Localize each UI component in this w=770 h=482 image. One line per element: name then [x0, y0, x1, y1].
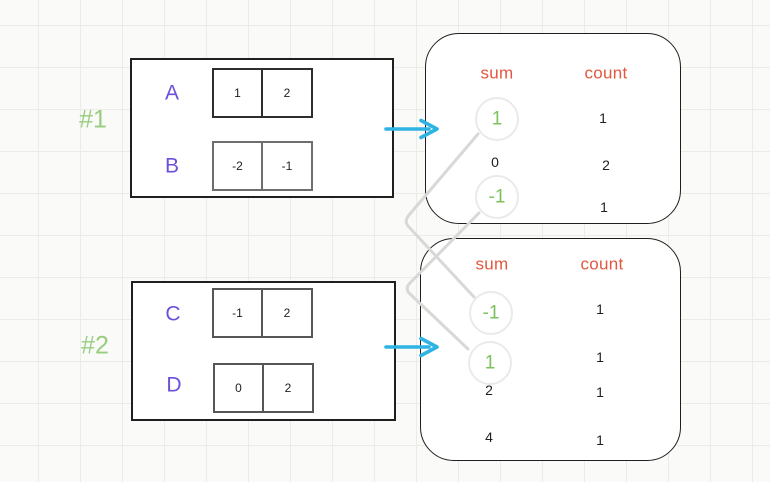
array-cell: 1	[212, 68, 263, 118]
highlight-circle	[475, 97, 519, 141]
sum-value: 1	[491, 108, 503, 130]
count-value: 1	[596, 384, 604, 400]
table-2-count-header: count	[580, 254, 624, 274]
array-cell: -2	[212, 141, 263, 191]
sum-value: 2	[485, 382, 493, 398]
group-2-tag: #2	[81, 331, 109, 360]
sum-value: -1	[488, 186, 506, 208]
array-cell: 2	[264, 363, 314, 413]
count-value: 1	[596, 301, 604, 317]
array-cell: -1	[263, 141, 313, 191]
result-table-2-box	[420, 238, 681, 461]
count-value: 1	[600, 199, 608, 215]
array-cell: 2	[263, 288, 313, 338]
array-a-cells: 1 2	[212, 68, 313, 118]
sum-value: 4	[485, 429, 493, 445]
group-1-tag: #1	[79, 105, 107, 134]
array-cell: 2	[263, 68, 313, 118]
array-a-label: A	[164, 81, 180, 105]
highlight-circle	[475, 175, 519, 219]
table-1-count-header: count	[584, 63, 628, 83]
sum-value: 1	[484, 352, 496, 374]
count-value: 1	[596, 349, 604, 365]
sum-value: -1	[482, 302, 500, 324]
array-b-cells: -2 -1	[212, 141, 313, 191]
array-d-label: D	[166, 373, 182, 397]
count-value: 1	[596, 432, 604, 448]
count-value: 2	[602, 157, 610, 173]
result-table-1-box	[425, 33, 681, 224]
count-value: 1	[599, 110, 607, 126]
table-1-sum-header: sum	[480, 63, 514, 83]
array-c-cells: -1 2	[212, 288, 313, 338]
sum-value: 0	[491, 154, 499, 170]
array-d-cells: 0 2	[213, 363, 314, 413]
array-cell: 0	[213, 363, 264, 413]
array-c-label: C	[165, 302, 181, 326]
array-cell: -1	[212, 288, 263, 338]
array-b-label: B	[164, 154, 180, 178]
table-2-sum-header: sum	[475, 254, 509, 274]
